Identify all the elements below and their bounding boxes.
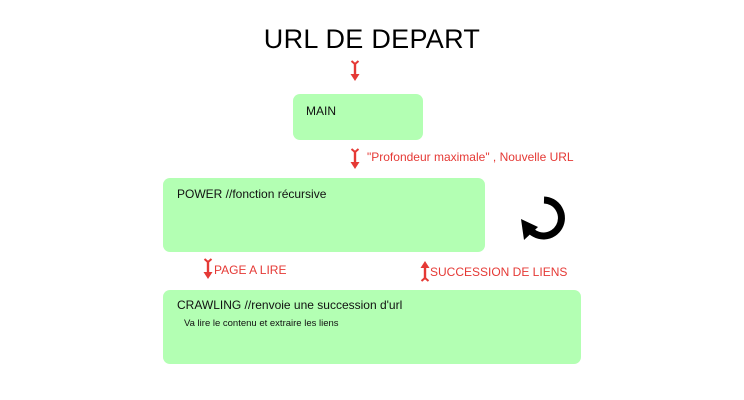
arrow-start-to-main (350, 60, 360, 81)
node-power: POWER //fonction récursive (163, 178, 485, 252)
arrow-main-to-power (350, 148, 360, 169)
diagram-title: URL DE DEPART (263, 24, 481, 54)
arrow-power-to-crawling (203, 258, 213, 279)
edge-label-depth-url: "Profondeur maximale" , Nouvelle URL (367, 150, 574, 164)
edge-label-page-a-lire: PAGE A LIRE (214, 263, 287, 277)
edge-label-succession-liens: SUCCESSION DE LIENS (430, 265, 568, 279)
node-main-label: MAIN (306, 104, 336, 118)
node-crawling: CRAWLING //renvoie une succession d'url … (163, 290, 581, 364)
node-crawling-sublabel: Va lire le contenu et extraire les liens (184, 318, 339, 329)
arrow-crawling-to-power (420, 261, 430, 282)
circular-arrow-icon (521, 196, 565, 240)
node-main: MAIN (293, 94, 423, 140)
node-crawling-label: CRAWLING //renvoie une succession d'url (177, 298, 403, 312)
node-power-label: POWER //fonction récursive (177, 187, 327, 201)
